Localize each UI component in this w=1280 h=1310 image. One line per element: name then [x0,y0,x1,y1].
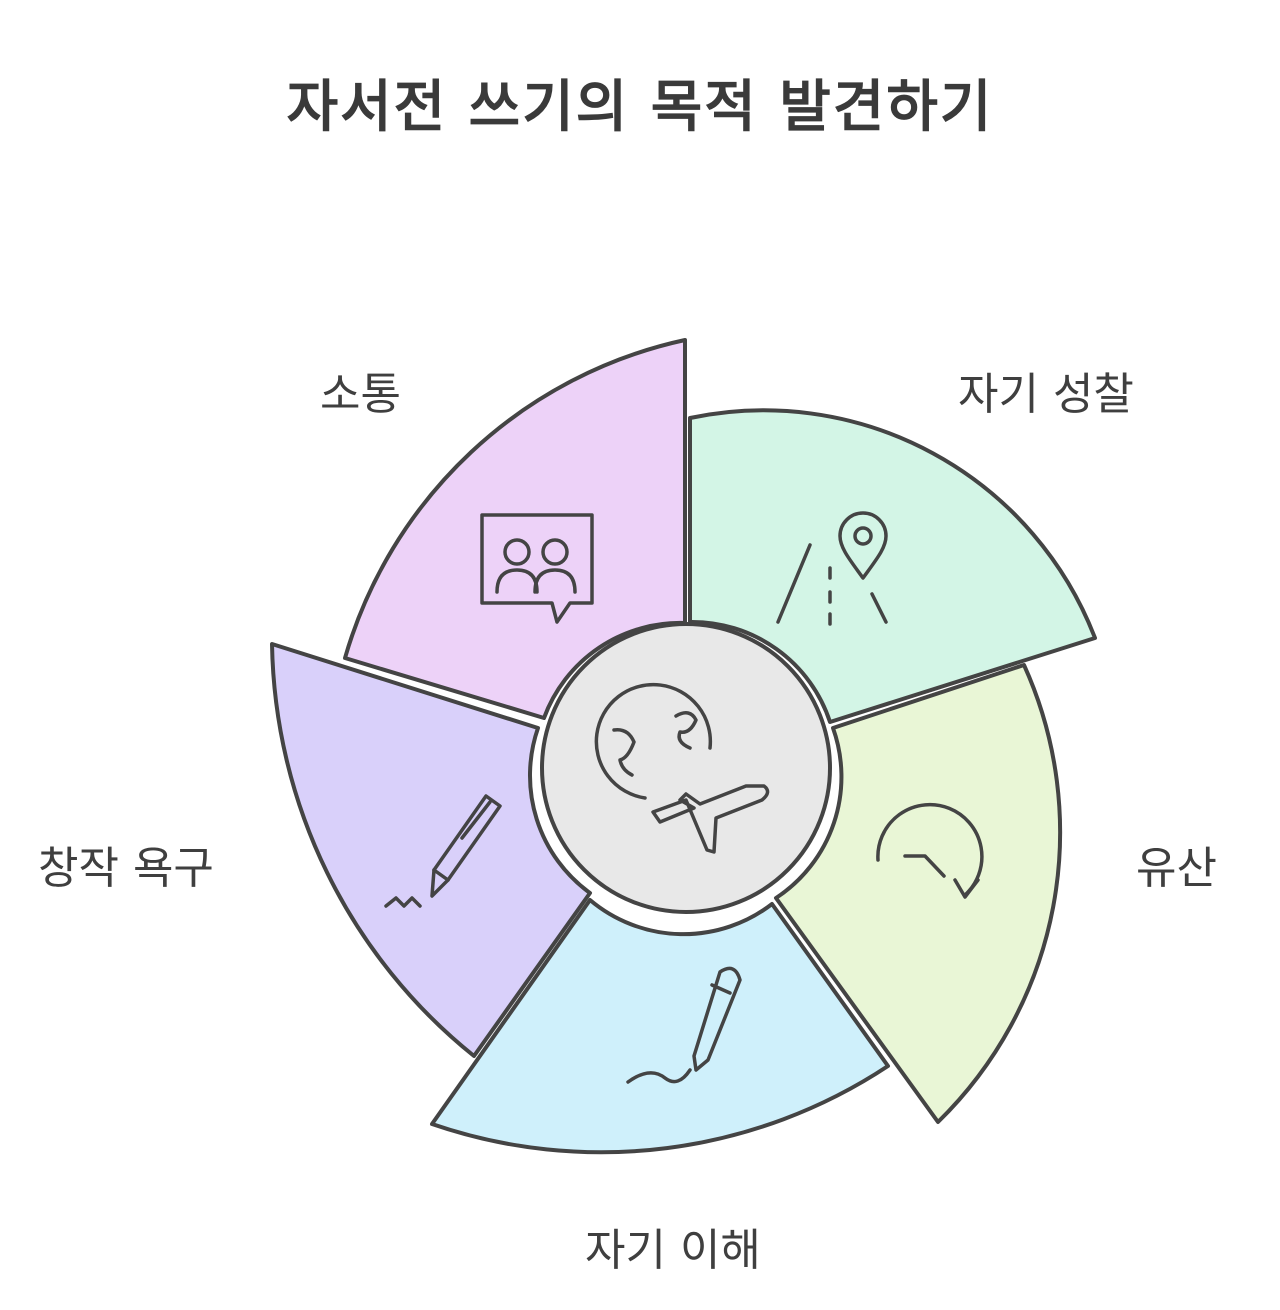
label-communication: 소통 [320,369,401,420]
segment-legacy-outline [774,663,1063,1124]
pen-writing-icon [626,966,742,1084]
segment-communication [345,340,685,718]
fountain-pen-icon [384,794,502,908]
group-chat-icon [480,513,594,624]
path-location-icon [776,511,888,626]
label-creative-desire: 창작 욕구 [38,843,214,894]
segment-creative-desire-outline [270,642,592,1058]
segment-self-understanding-outline [430,898,890,1155]
segment-creative-desire [272,644,590,1056]
label-self-understanding: 자기 이해 [585,1225,761,1276]
diagram-title: 자서전 쓰기의 목적 발견하기 [286,75,994,140]
segment-communication-outline [343,338,687,720]
segment-self-reflection-outline [688,408,1097,724]
center-circle [542,624,830,912]
segment-self-reflection [690,410,1095,722]
center-circle-outline [540,622,832,914]
globe-airplane-icon [594,682,770,854]
label-legacy: 유산 [1136,843,1217,894]
segment-legacy [776,665,1061,1122]
rotate-arrow-icon [876,802,984,899]
label-self-reflection: 자기 성찰 [958,369,1134,420]
